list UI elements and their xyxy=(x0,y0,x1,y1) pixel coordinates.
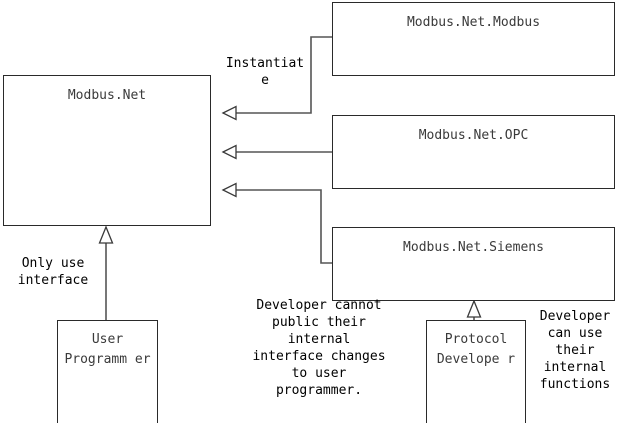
class-box-user-programmer-label: User Programm er xyxy=(64,332,151,367)
class-box-modbus-net[interactable]: Modbus.Net xyxy=(3,75,211,226)
note-only-use-interface: Only use interface xyxy=(17,256,89,288)
class-box-modbus-net-siemens-label: Modbus.Net.Siemens xyxy=(403,240,544,255)
class-box-protocol-developer-label: Protocol Develope r xyxy=(436,332,516,367)
class-box-user-programmer[interactable]: User Programm er xyxy=(57,320,158,423)
class-box-protocol-developer[interactable]: Protocol Develope r xyxy=(426,320,526,423)
class-box-modbus-net-siemens[interactable]: Modbus.Net.Siemens xyxy=(332,227,615,301)
note-instantiate: Instantiat e xyxy=(225,56,305,88)
note-developer-can-use-internal: Developer can use their internal functio… xyxy=(539,309,611,392)
class-box-modbus-net-opc[interactable]: Modbus.Net.OPC xyxy=(332,115,615,189)
connector-siemens-to-core xyxy=(221,182,332,264)
connector-user-programmer-to-core xyxy=(98,225,114,320)
connector-opc-to-core xyxy=(221,144,332,160)
class-box-modbus-net-modbus[interactable]: Modbus.Net.Modbus xyxy=(332,2,615,76)
class-box-modbus-net-label: Modbus.Net xyxy=(67,88,147,103)
connector-protocol-developer-to-siemens xyxy=(466,299,482,320)
note-developer-cannot-publish: Developer cannot public their internal i… xyxy=(252,298,386,398)
class-box-modbus-net-opc-label: Modbus.Net.OPC xyxy=(418,128,529,143)
class-box-modbus-net-modbus-label: Modbus.Net.Modbus xyxy=(406,15,541,30)
